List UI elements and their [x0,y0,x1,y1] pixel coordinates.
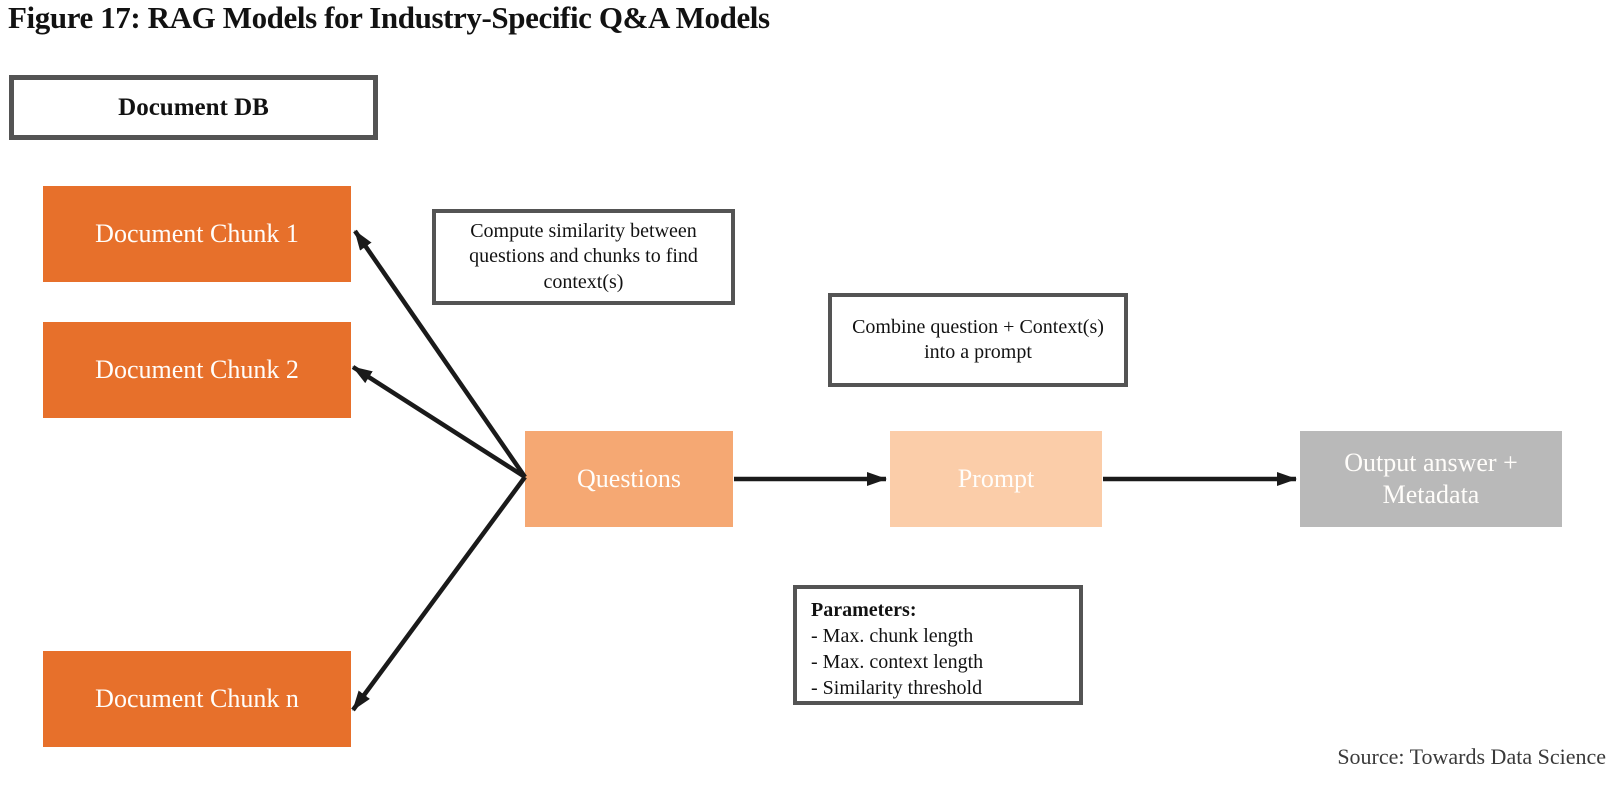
arrow-questions-to-chunk-2 [351,365,527,479]
combine-prompt-note-text: Combine question + Context(s) into a pro… [852,315,1104,363]
document-chunk-1-box: Document Chunk 1 [43,186,351,282]
combine-prompt-note: Combine question + Context(s) into a pro… [828,293,1128,387]
compute-similarity-note: Compute similarity between questions and… [432,209,735,305]
source-credit: Source: Towards Data Science [1337,744,1606,769]
questions-box: Questions [525,431,733,527]
document-chunk-2-box: Document Chunk 2 [43,322,351,418]
document-chunk-n-box: Document Chunk n [43,651,351,747]
questions-label: Questions [577,463,681,493]
prompt-box: Prompt [890,431,1102,527]
prompt-label: Prompt [957,463,1035,493]
document-chunk-2-label: Document Chunk 2 [95,355,299,384]
document-chunk-1-label: Document Chunk 1 [95,219,299,248]
document-db-box: Document DB [9,75,378,140]
parameters-title: Parameters: [811,599,917,621]
parameter-item: - Max. context length [811,651,984,673]
figure-title: Figure 17: RAG Models for Industry-Speci… [8,0,770,35]
compute-similarity-note-text: Compute similarity between questions and… [469,219,698,293]
document-chunk-n-label: Document Chunk n [95,684,299,713]
document-db-label: Document DB [118,93,269,121]
output-label: Output answer + Metadata [1344,447,1518,510]
parameter-item: - Max. chunk length [811,625,974,647]
parameter-item: - Similarity threshold [811,677,983,699]
parameters-box: Parameters: - Max. chunk length - Max. c… [793,585,1083,705]
output-box: Output answer + Metadata [1300,431,1562,527]
arrow-questions-to-chunk-n [351,475,527,712]
